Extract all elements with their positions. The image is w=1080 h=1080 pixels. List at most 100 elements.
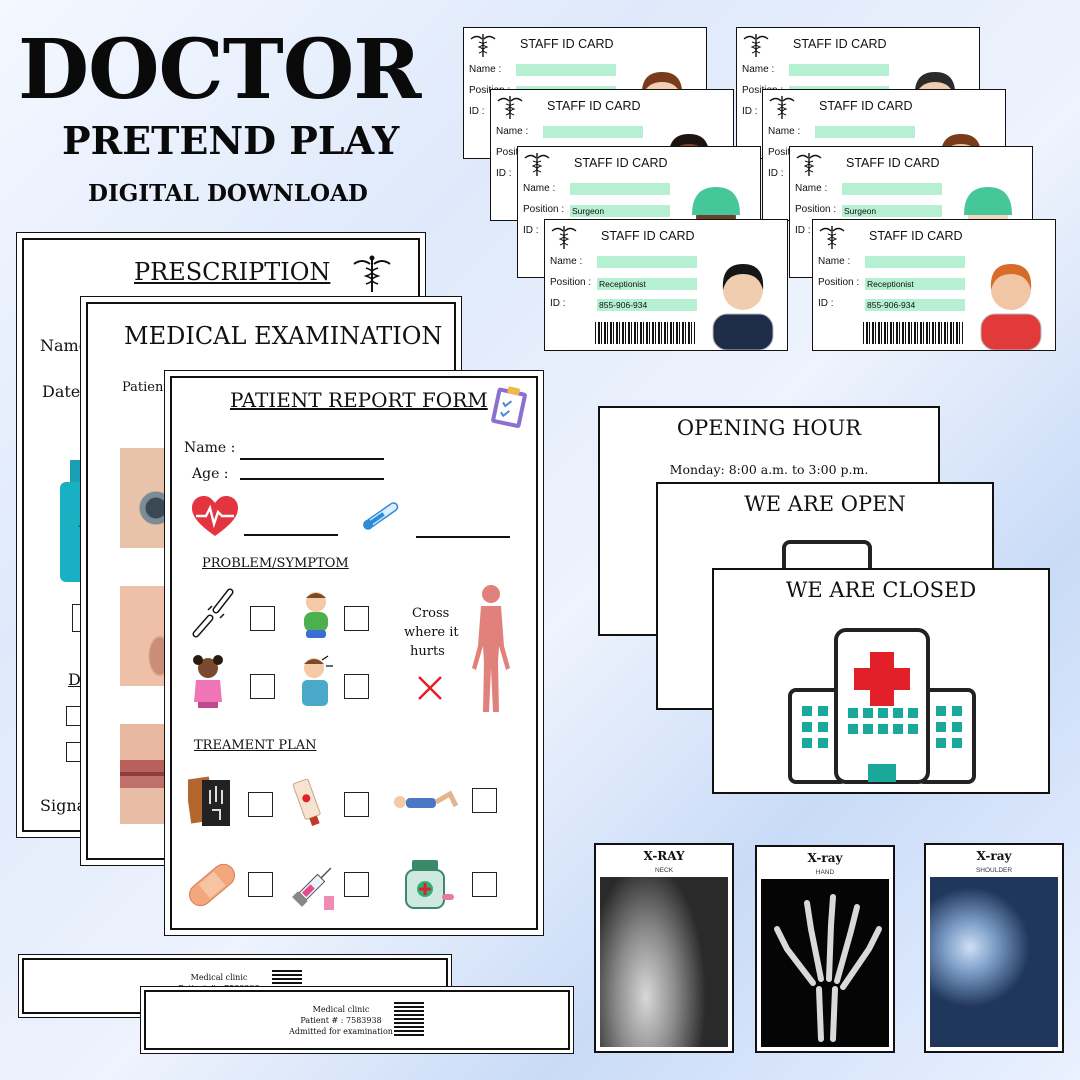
id-card-name-field[interactable] xyxy=(865,256,965,268)
symptom-girl-checkbox[interactable] xyxy=(250,674,275,699)
prescription-checkbox[interactable] xyxy=(72,604,82,632)
id-card-position-label: Position : xyxy=(795,204,837,215)
report-age-line[interactable] xyxy=(240,478,384,480)
treatment-xray-checkbox[interactable] xyxy=(248,792,273,817)
hospital-building-icon xyxy=(788,628,976,784)
we-are-open-title: WE ARE OPEN xyxy=(744,492,906,516)
temperature-line[interactable] xyxy=(416,536,510,538)
id-card-name-field[interactable] xyxy=(543,126,643,138)
wristband-2: Medical clinic Patient # : 7583938 Admit… xyxy=(144,990,570,1050)
id-card-name-field[interactable] xyxy=(842,183,942,195)
cross-text-1: Cross xyxy=(412,606,450,621)
id-card-name-label: Name : xyxy=(795,183,828,194)
prescription-checkbox-2[interactable] xyxy=(66,706,82,726)
treatment-injection-checkbox[interactable] xyxy=(344,872,369,897)
symptom-broken-bone-checkbox[interactable] xyxy=(250,606,275,631)
caduceus-icon xyxy=(353,255,391,292)
id-card-id-label: ID : xyxy=(523,225,539,236)
xray-neck-card: X-RAY NECK xyxy=(594,843,734,1053)
medical-exam-title: MEDICAL EXAMINATION xyxy=(124,322,443,350)
caduceus-icon xyxy=(769,96,795,119)
main-title: DOCTOR xyxy=(18,22,421,118)
caduceus-icon xyxy=(551,226,577,249)
treatment-medicine-checkbox[interactable] xyxy=(472,872,497,897)
pill-bottle-icon xyxy=(405,860,454,909)
id-card-name-label: Name : xyxy=(469,64,502,75)
wristband-2-line3: Admitted for examination xyxy=(289,1027,393,1036)
thermometer-icon xyxy=(363,502,399,530)
id-card-id-label: ID : xyxy=(795,225,811,236)
staff-avatar xyxy=(980,264,1042,350)
xray-hand-sub: HAND xyxy=(815,869,835,876)
opening-hour-title: OPENING HOUR xyxy=(676,416,862,440)
xray-hand-title: X-ray xyxy=(807,851,843,865)
cross-text-3: hurts xyxy=(410,644,445,659)
id-card-name-field[interactable] xyxy=(789,64,889,76)
caduceus-icon xyxy=(497,96,523,119)
opening-hour-line: Monday: 8:00 a.m. to 3:00 p.m. xyxy=(669,462,869,477)
id-card-name-field[interactable] xyxy=(815,126,915,138)
symptom-headache-checkbox[interactable] xyxy=(344,674,369,699)
id-card-position-field[interactable]: Receptionist xyxy=(865,278,965,290)
bandage-icon xyxy=(189,863,235,907)
we-are-closed-sign: WE ARE CLOSED xyxy=(712,568,1050,794)
id-card-name-field[interactable] xyxy=(570,183,670,195)
wristband-1-line2: Patient # : 7583938 xyxy=(178,984,260,993)
id-card-title: STAFF ID CARD xyxy=(601,229,695,243)
prescription-signature-label: Signa xyxy=(40,796,87,815)
id-card-id-field[interactable]: 855-906-934 xyxy=(597,299,697,311)
id-card-title: STAFF ID CARD xyxy=(547,99,641,113)
prescription-title: PRESCRIPTION xyxy=(134,258,331,286)
heart-rate-line[interactable] xyxy=(244,534,338,536)
id-card-position-label: Position : xyxy=(818,277,860,288)
id-card-position-label: Position : xyxy=(496,147,537,158)
id-card-id-label: ID : xyxy=(469,106,485,117)
id-card-position-label: Position : xyxy=(523,204,565,215)
xray-shoulder-title: X-ray xyxy=(976,849,1012,863)
xray-neck-image xyxy=(600,877,728,1047)
xray-neck-sub: NECK xyxy=(654,867,674,874)
id-card-name-field[interactable] xyxy=(597,256,697,268)
xray-hand-image xyxy=(761,879,889,1047)
patient-report-title: PATIENT REPORT FORM xyxy=(230,388,488,412)
id-card-name-label: Name : xyxy=(742,64,775,75)
id-card-id-field[interactable]: 855-906-934 xyxy=(865,299,965,311)
prescription-name-label: Name xyxy=(40,336,89,355)
id-card-name-label: Name : xyxy=(818,256,851,267)
symptom-stomachache-checkbox[interactable] xyxy=(344,606,369,631)
id-card-id-label: ID : xyxy=(818,298,834,309)
id-card-barcode xyxy=(863,322,963,344)
id-card-position-field[interactable]: Surgeon xyxy=(570,205,670,217)
treatment-ointment-checkbox[interactable] xyxy=(344,792,369,817)
wristband-1-barcode xyxy=(272,970,302,992)
id-card-name-field[interactable] xyxy=(516,64,616,76)
id-card-position-label: Position : xyxy=(469,85,510,96)
we-are-closed-title: WE ARE CLOSED xyxy=(785,578,977,602)
id-card-title: STAFF ID CARD xyxy=(520,37,614,51)
prescription-d-label: D xyxy=(68,670,81,689)
patient-report-sheet: PATIENT REPORT FORM Name : Age : PROBLEM… xyxy=(170,376,538,930)
prescription-checkbox-3[interactable] xyxy=(66,742,82,762)
resting-patient-icon xyxy=(394,790,459,808)
id-card-id-label: ID : xyxy=(742,106,758,117)
red-cross-mark-icon xyxy=(418,676,442,700)
tagline: DIGITAL DOWNLOAD xyxy=(88,180,368,207)
problem-heading: PROBLEM/SYMPTOM xyxy=(202,556,349,571)
id-card-title: STAFF ID CARD xyxy=(574,156,668,170)
id-card-position-field[interactable]: Receptionist xyxy=(597,278,697,290)
treatment-rest-checkbox[interactable] xyxy=(472,788,497,813)
id-card-title: STAFF ID CARD xyxy=(793,37,887,51)
wristband-2-barcode xyxy=(394,1002,424,1036)
id-card-title: STAFF ID CARD xyxy=(819,99,913,113)
id-card-position-field[interactable]: Surgeon xyxy=(842,205,942,217)
id-card-title: STAFF ID CARD xyxy=(846,156,940,170)
staff-id-card: STAFF ID CARD Name : Position : Receptio… xyxy=(812,219,1056,351)
prescription-date-label: Date xyxy=(42,382,81,401)
syringe-icon xyxy=(292,867,334,910)
id-card-name-label: Name : xyxy=(523,183,556,194)
child-headache-icon xyxy=(302,655,333,706)
report-name-line[interactable] xyxy=(240,458,384,460)
nose-photo xyxy=(120,586,168,686)
treatment-bandage-checkbox[interactable] xyxy=(248,872,273,897)
staff-id-card: STAFF ID CARD Name : Position : Receptio… xyxy=(544,219,788,351)
